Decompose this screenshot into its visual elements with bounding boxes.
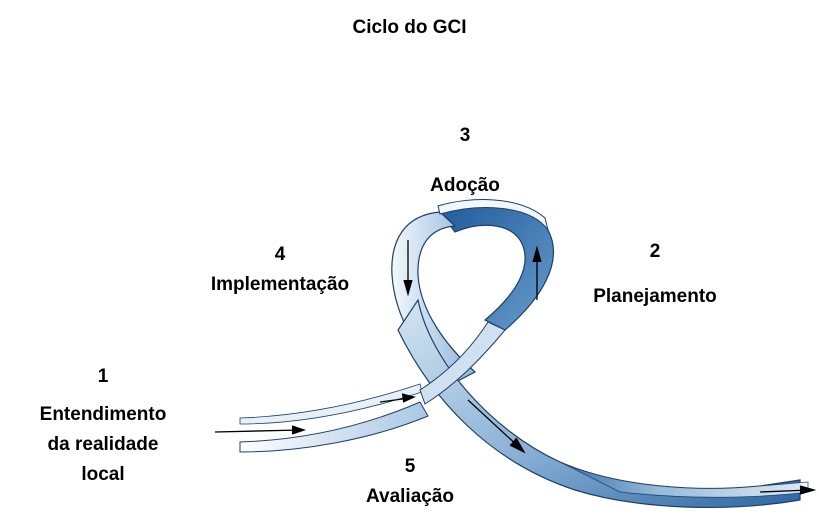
stage-1-label: 1 Entendimento da realidade local [8,362,198,490]
flow-arrows [214,240,817,495]
diagram-title: Ciclo do GCI [352,17,467,38]
stage-4-text: Implementação [210,274,350,295]
stage-5-label: 5 Avaliação [340,452,480,512]
stage-1-text-line2: da realidade [47,434,159,455]
stage-2-text: Planejamento [593,286,717,307]
stage-3-text: Adoção [430,175,500,196]
ribbon-left-band [239,401,429,453]
stage-5-number: 5 [404,456,416,477]
stage-4-number: 4 [274,244,286,265]
stage-2-label: 2 Planejamento [560,237,750,312]
stage-4-label: 4 Implementação [180,240,380,300]
stage-3-number: 3 [459,125,471,146]
stage-1-text-line1: Entendimento [39,404,167,425]
stage-2-number: 2 [649,241,661,262]
stage-1-number: 1 [97,366,109,387]
stage-1-text-line3: local [81,464,125,485]
stage-5-text: Avaliação [365,486,454,507]
stage-3-label: 3 Adoção [420,121,510,201]
